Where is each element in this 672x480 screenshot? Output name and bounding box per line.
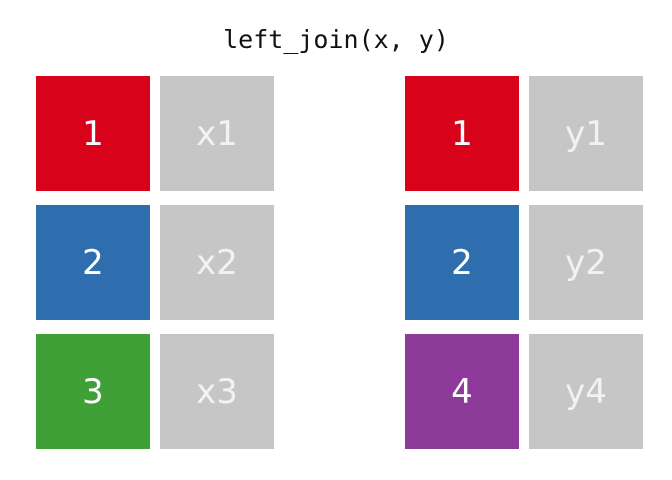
table-row: 1 x1 — [36, 76, 274, 191]
value-cell-label: x3 — [196, 371, 238, 412]
key-cell: 3 — [36, 334, 150, 449]
key-cell-label: 1 — [451, 113, 473, 154]
value-cell: x1 — [160, 76, 274, 191]
key-cell: 1 — [36, 76, 150, 191]
value-cell: y4 — [529, 334, 643, 449]
value-cell-label: x1 — [196, 113, 238, 154]
key-cell-label: 2 — [82, 242, 104, 283]
value-cell: x3 — [160, 334, 274, 449]
table-row: 2 y2 — [405, 205, 643, 320]
value-cell-label: y1 — [565, 113, 607, 154]
table-row: 1 y1 — [405, 76, 643, 191]
diagram-title: left_join(x, y) — [223, 25, 449, 54]
value-cell-label: x2 — [196, 242, 238, 283]
key-cell: 1 — [405, 76, 519, 191]
table-row: 3 x3 — [36, 334, 274, 449]
key-cell: 2 — [405, 205, 519, 320]
table-x: 1 x1 2 x2 3 x3 — [36, 76, 274, 449]
value-cell: y2 — [529, 205, 643, 320]
value-cell-label: y4 — [565, 371, 607, 412]
key-cell-label: 1 — [82, 113, 104, 154]
key-cell-label: 2 — [451, 242, 473, 283]
table-y: 1 y1 2 y2 4 y4 — [405, 76, 643, 449]
table-row: 2 x2 — [36, 205, 274, 320]
key-cell: 4 — [405, 334, 519, 449]
value-cell-label: y2 — [565, 242, 607, 283]
key-cell: 2 — [36, 205, 150, 320]
key-cell-label: 4 — [451, 371, 473, 412]
value-cell: y1 — [529, 76, 643, 191]
value-cell: x2 — [160, 205, 274, 320]
table-row: 4 y4 — [405, 334, 643, 449]
key-cell-label: 3 — [82, 371, 104, 412]
